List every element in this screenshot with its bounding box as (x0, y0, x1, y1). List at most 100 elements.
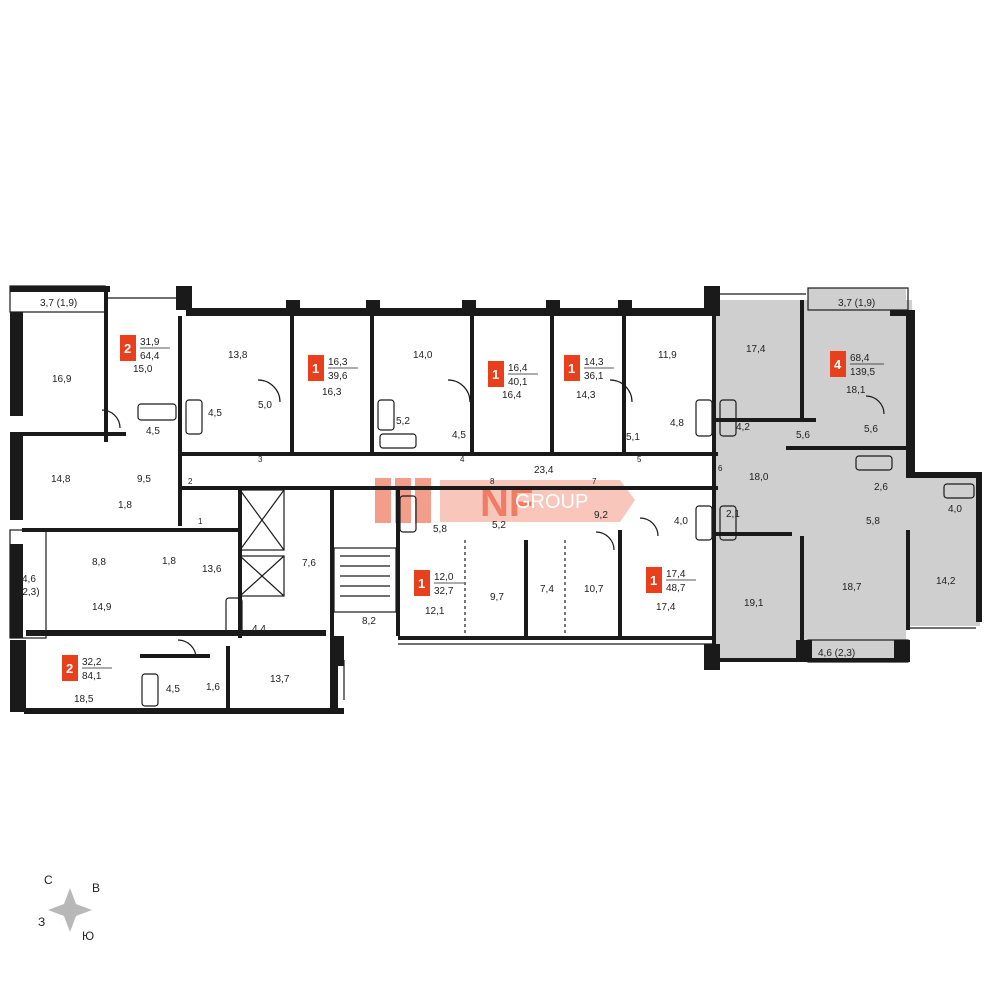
room-label: 3,7 (1,9) (40, 298, 77, 309)
room-label: 13,8 (228, 350, 248, 361)
room-label: 1,8 (162, 556, 176, 567)
highlighted-apartment (716, 288, 980, 660)
door-number: 2 (188, 477, 193, 486)
room-label: 11,9 (658, 350, 677, 361)
room-label: 9,2 (594, 510, 608, 521)
room-label: 12,1 (425, 606, 445, 617)
compass-west: З (38, 915, 45, 929)
room-label: 2,6 (874, 482, 888, 493)
door-number: 5 (637, 455, 642, 464)
room-label: 13,7 (270, 674, 290, 685)
room-label: 5,8 (866, 516, 880, 527)
apartment-badge: 1 16,3 39,6 (308, 355, 358, 382)
apartment-rooms: 1 (312, 361, 319, 376)
apartment-total-area: 32,7 (434, 586, 454, 597)
apartment-total-area: 39,6 (328, 371, 348, 382)
apartment-living-area: 31,9 (140, 337, 160, 348)
room-label: 8,8 (92, 557, 106, 568)
room-label-part: (2,3) (19, 587, 40, 598)
compass-south: Ю (82, 929, 94, 943)
apartment-badge: 1 17,4 48,7 (646, 567, 696, 594)
room-label: 4,5 (146, 426, 160, 437)
apartment-rooms: 2 (66, 661, 73, 676)
room-label: 16,3 (322, 387, 342, 398)
apartment-total-area: 36,1 (584, 371, 604, 382)
apartment-living-area: 16,4 (508, 363, 528, 374)
room-label: 13,6 (202, 564, 222, 575)
door-number: 4 (460, 455, 465, 464)
room-label: 17,4 (656, 602, 676, 613)
room-label: 7,6 (302, 558, 316, 569)
apartment-living-area: 14,3 (584, 357, 604, 368)
compass-north: С (44, 873, 53, 887)
room-label: 4,2 (736, 422, 750, 433)
room-label: 9,7 (490, 592, 504, 603)
room-label: 4,4 (252, 624, 266, 635)
room-label: 19,1 (744, 598, 764, 609)
apartment-badge: 1 14,3 36,1 (564, 355, 614, 382)
room-label-part: 4,6 (22, 574, 36, 585)
room-label: 1,6 (206, 682, 220, 693)
apartment-rooms: 4 (834, 357, 842, 372)
apartment-badges: 2 31,9 64,4 1 16,3 39,6 1 16,4 40,1 1 14… (62, 335, 884, 682)
apartment-badge: 1 16,4 40,1 (488, 361, 538, 388)
room-label: 15,0 (133, 364, 153, 375)
apartment-rooms: 1 (650, 573, 657, 588)
room-label: 14,9 (92, 602, 112, 613)
room-label: 4,8 (670, 418, 684, 429)
room-label: 4,5 (452, 430, 466, 441)
room-label: 5,2 (396, 416, 410, 427)
door-number: 3 (258, 455, 263, 464)
apartment-living-area: 12,0 (434, 572, 454, 583)
apartment-rooms: 2 (124, 341, 131, 356)
door-number: 8 (490, 477, 495, 486)
room-label: 4,0 (948, 504, 962, 515)
watermark: NF GROUP (375, 478, 635, 525)
apartment-total-area: 40,1 (508, 377, 528, 388)
apartment-rooms: 1 (568, 361, 575, 376)
room-label: 5,2 (492, 520, 506, 531)
room-label: 8,2 (362, 616, 376, 627)
apartment-living-area: 32,2 (82, 657, 102, 668)
room-label: 16,9 (52, 374, 72, 385)
room-label: 18,7 (842, 582, 862, 593)
door-numbers: 1 2 3 4 5 6 7 8 (188, 455, 723, 526)
apartment-rooms: 1 (492, 367, 499, 382)
room-label: 17,4 (746, 344, 766, 355)
room-label: 5,6 (864, 424, 878, 435)
apartment-badge: 2 31,9 64,4 (120, 335, 170, 362)
room-label: 10,7 (584, 584, 604, 595)
apartment-living-area: 16,3 (328, 357, 348, 368)
door-number: 1 (198, 517, 203, 526)
room-label: 7,4 (540, 584, 554, 595)
room-label: 5,1 (626, 432, 640, 443)
door-number: 7 (592, 477, 597, 486)
room-label: 4,0 (674, 516, 688, 527)
room-label: 1,8 (118, 500, 132, 511)
room-label: 5,8 (433, 524, 447, 535)
room-label: 14,0 (413, 350, 433, 361)
watermark-word: GROUP (515, 491, 588, 513)
room-label: 4,6 (2,3) (818, 648, 855, 659)
apartment-total-area: 84,1 (82, 671, 102, 682)
room-label: 2,1 (726, 509, 740, 520)
room-label: 18,0 (749, 472, 769, 483)
thin-lines (9, 285, 976, 707)
room-label: 4,5 (208, 408, 222, 419)
apartment-rooms: 1 (418, 576, 425, 591)
room-label: 14,8 (51, 474, 71, 485)
room-labels: 3,7 (1,9) 16,9 15,0 13,8 16,3 14,0 16,4 … (19, 298, 962, 705)
compass: С В З Ю (38, 873, 100, 943)
room-label: 23,4 (534, 465, 554, 476)
apartment-badge: 1 12,0 32,7 (414, 570, 464, 597)
room-label: 14,3 (576, 390, 596, 401)
room-label: 18,1 (846, 385, 866, 396)
apartment-total-area: 139,5 (850, 367, 875, 378)
room-label: 14,2 (936, 576, 956, 587)
apartment-total-area: 64,4 (140, 351, 160, 362)
room-label: 5,6 (796, 430, 810, 441)
apartment-living-area: 17,4 (666, 569, 686, 580)
room-label: 4,5 (166, 684, 180, 695)
door-number: 6 (718, 464, 723, 473)
apartment-badge: 2 32,2 84,1 (62, 655, 112, 682)
